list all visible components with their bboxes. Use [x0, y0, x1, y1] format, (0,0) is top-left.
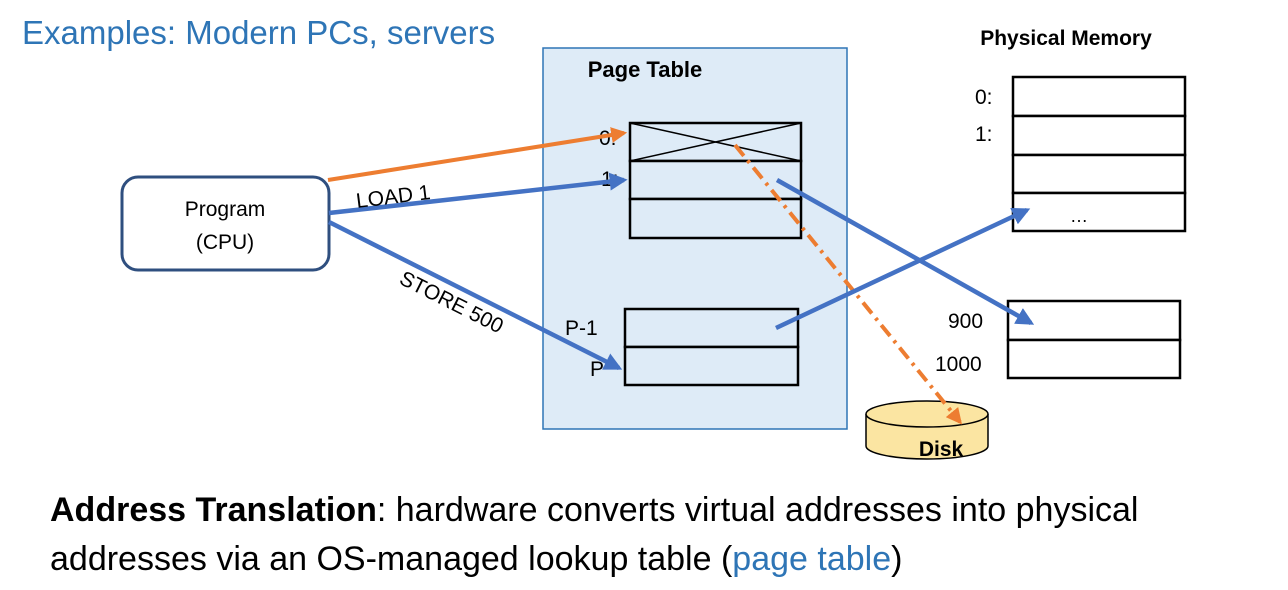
physical-memory-title: Physical Memory: [980, 27, 1152, 50]
memory-frame-0: [1011, 75, 1187, 118]
invalid-entry-cross: [629, 122, 802, 162]
address-translation-diagram: Page Table 0: 1: P-1 P Program (CPU) Phy…: [120, 27, 1187, 461]
page-table-top-rows: [628, 121, 803, 240]
memory-ellipsis: …: [1070, 206, 1088, 226]
heading: Examples: Modern PCs, servers: [22, 14, 496, 51]
page-table-title: Page Table: [588, 57, 703, 82]
blue-arrow-load-to-entry-1: [328, 172, 628, 216]
page-table-entry-p: [623, 345, 800, 387]
page-table-label-p: P: [590, 358, 604, 381]
program-label: Program: [185, 198, 266, 221]
caption: Address Translation: hardware converts v…: [50, 486, 1270, 584]
memory-label-1000: 1000: [935, 353, 982, 376]
orange-dashed-arrow-entry-to-disk: [733, 143, 963, 425]
orange-arrow-program-to-entry-0: [327, 127, 628, 182]
load-instruction-label: LOAD 1: [355, 181, 432, 213]
memory-frame-3: [1011, 191, 1187, 233]
page-table-entry-p-minus-1: [623, 307, 800, 349]
caption-term: Address Translation: [50, 491, 377, 529]
program-cpu-label: (CPU): [196, 231, 254, 254]
disk-label: Disk: [919, 438, 964, 461]
memory-label-1: 1:: [975, 123, 993, 146]
blue-arrow-entry-p-minus-1-to-memory: [775, 207, 1031, 331]
caption-text: : hardware converts virtual addresses in…: [50, 491, 1139, 578]
memory-frame-900: [1006, 299, 1182, 342]
blue-arrow-store-to-entry-p: [327, 219, 623, 371]
page-table-entry-2: [628, 197, 803, 240]
program-box: [120, 175, 331, 272]
memory-frame-2: [1011, 153, 1187, 195]
physical-memory-top-block: [1011, 75, 1187, 233]
memory-frame-1000: [1006, 338, 1182, 380]
memory-label-0: 0:: [975, 86, 993, 109]
page-table-label-p-minus-1: P-1: [565, 317, 598, 340]
memory-frame-1: [1011, 114, 1187, 157]
page-table-bottom-rows: [623, 307, 800, 387]
physical-memory-bottom-block: [1006, 299, 1182, 380]
memory-label-900: 900: [948, 310, 983, 333]
blue-arrow-entry-1-to-frame-900: [775, 178, 1035, 325]
caption-tail: ): [891, 540, 903, 578]
caption-page-table-link: page table: [732, 540, 892, 578]
